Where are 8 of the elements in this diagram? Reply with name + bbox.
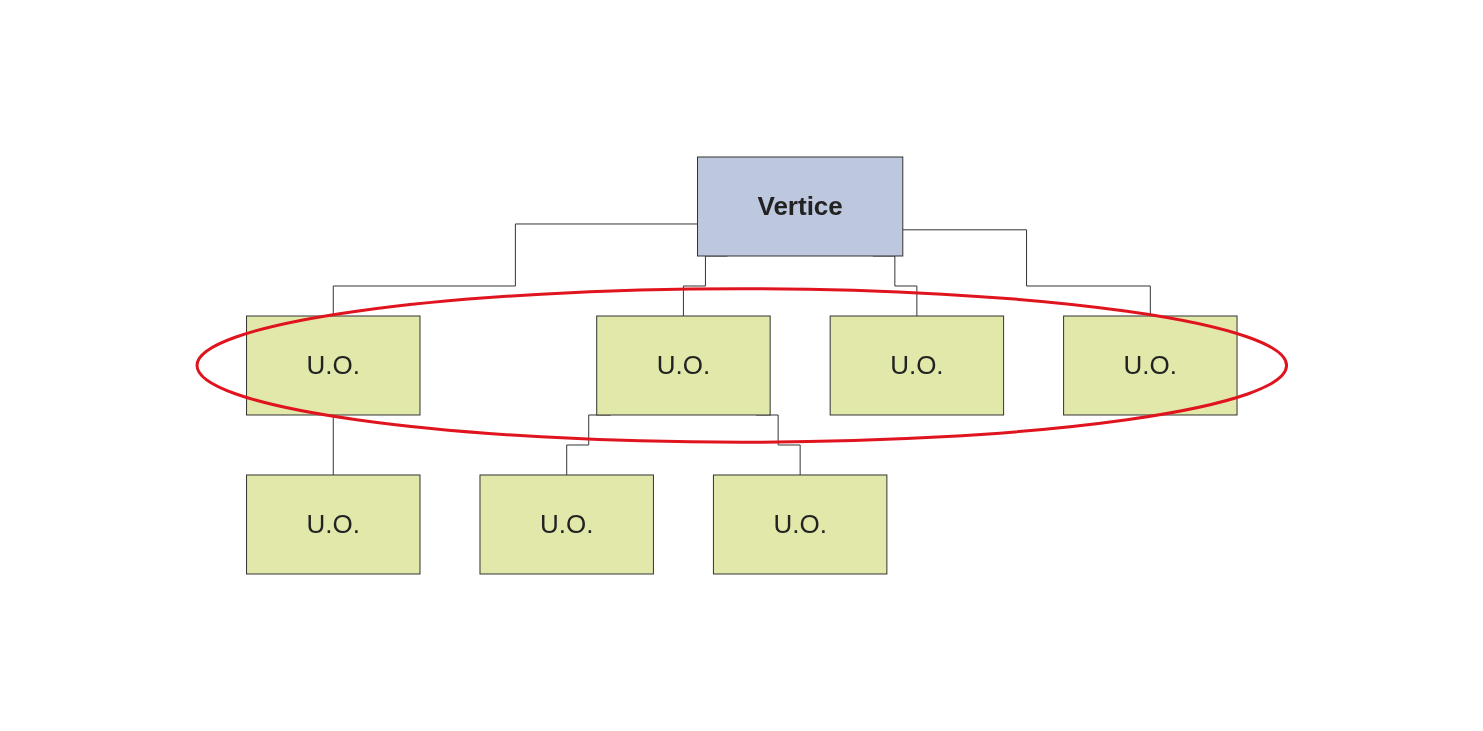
node-box: U.O. [245,474,421,575]
node-box: U.O. [1062,315,1238,416]
node-box: Vertice [696,156,903,257]
node-box: U.O. [595,315,771,416]
node-box: U.O. [712,474,888,575]
node-box: U.O. [479,474,654,575]
node-box: U.O. [829,315,1004,416]
node-box: U.O. [245,315,421,416]
